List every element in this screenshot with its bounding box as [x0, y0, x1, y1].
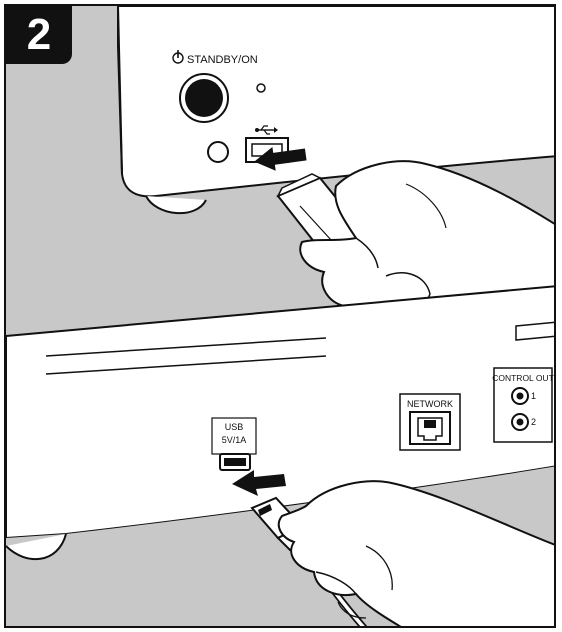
control-out-jack-1[interactable]	[512, 388, 528, 404]
standby-led	[257, 84, 265, 92]
control-out-group: CONTROL OUT 1 2	[492, 368, 554, 442]
network-port-group: NETWORK	[400, 394, 460, 450]
network-label: NETWORK	[407, 399, 453, 409]
ethernet-port[interactable]	[410, 412, 450, 444]
rear-usb-label: USB	[225, 422, 244, 432]
control-out-jack-2[interactable]	[512, 414, 528, 430]
step-number-badge: 2	[6, 6, 72, 64]
rear-view-scene: USB 5V/1A NETWORK C	[6, 286, 556, 628]
usb-connection-illustration: STANDBY/ON	[6, 6, 556, 628]
rear-usb-rating: 5V/1A	[222, 435, 247, 445]
standby-label: STANDBY/ON	[187, 54, 258, 66]
standby-button[interactable]	[180, 74, 228, 122]
rear-usb-port[interactable]	[220, 454, 250, 470]
illustration-frame: 2 STANDBY/ON	[4, 4, 556, 628]
control-out-port-1-label: 1	[531, 391, 536, 401]
control-out-port-2-label: 2	[531, 417, 536, 427]
headphone-jack[interactable]	[208, 142, 228, 162]
control-out-label: CONTROL OUT	[492, 373, 554, 383]
